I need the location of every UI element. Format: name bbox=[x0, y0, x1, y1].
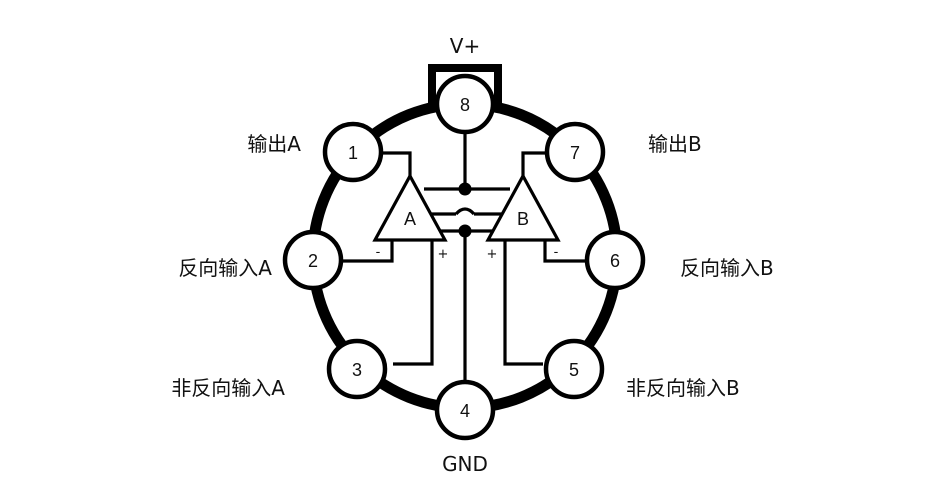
amplifier-a-minus-sign: - bbox=[376, 245, 381, 260]
pin-5-number: 5 bbox=[569, 360, 579, 380]
amplifier-b: B + - bbox=[485, 172, 561, 262]
pin-1: 1 bbox=[322, 121, 384, 183]
pin-7-label: 输出B bbox=[648, 132, 702, 156]
vplus-junction-dot bbox=[458, 182, 472, 196]
gnd-junction-dot bbox=[458, 224, 472, 238]
power-label: V+ bbox=[450, 34, 480, 58]
pin-4-number: 4 bbox=[460, 401, 470, 421]
pin-8: 8 bbox=[434, 73, 496, 135]
amplifier-b-label: B bbox=[517, 209, 529, 229]
pin-8-number: 8 bbox=[460, 95, 470, 115]
pin-3: 3 bbox=[326, 338, 388, 400]
amplifier-b-plus-sign: + bbox=[487, 247, 498, 262]
amplifier-a: A - + bbox=[372, 172, 449, 262]
pin-5: 5 bbox=[543, 338, 605, 400]
amplifier-a-plus-sign: + bbox=[438, 247, 449, 262]
pin-6-label: 反向输入B bbox=[680, 256, 774, 280]
ground-label: GND bbox=[442, 452, 488, 476]
pin-7-number: 7 bbox=[570, 143, 580, 163]
pin-4: 4 bbox=[434, 379, 496, 441]
pin-7: 7 bbox=[544, 121, 606, 183]
pin-2-number: 2 bbox=[308, 251, 318, 271]
pin-6-number: 6 bbox=[610, 251, 620, 271]
amplifier-a-label: A bbox=[404, 209, 416, 229]
pin-2-label: 反向输入A bbox=[178, 256, 272, 280]
pin-6: 6 bbox=[584, 229, 646, 291]
pin-1-label: 输出A bbox=[247, 132, 301, 156]
pin-3-label: 非反向输入A bbox=[171, 376, 285, 400]
pin-3-number: 3 bbox=[352, 360, 362, 380]
amplifier-b-minus-sign: - bbox=[554, 245, 559, 260]
package-tab bbox=[428, 64, 502, 104]
pin-5-label: 非反向输入B bbox=[626, 376, 740, 400]
pin-1-number: 1 bbox=[348, 143, 358, 163]
pin-2: 2 bbox=[282, 229, 344, 291]
